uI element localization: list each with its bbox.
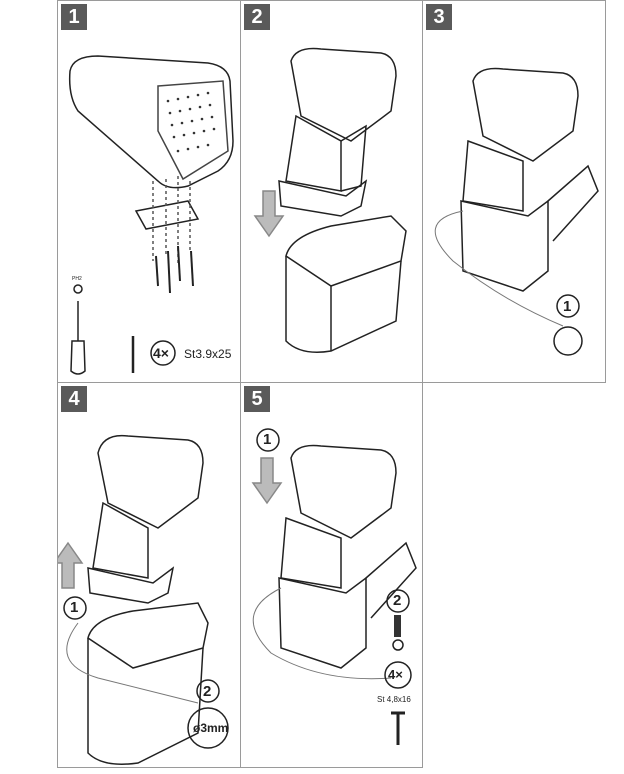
armrest-lowering-illustration <box>253 47 407 353</box>
step-5-panel: 5 1 2 4× St 4,8x16 <box>240 382 423 768</box>
step-number: 5 <box>244 386 270 412</box>
step-number: 2 <box>244 4 270 30</box>
armrest-raise-illustration <box>58 434 229 765</box>
armrest-screw-fixing-illustration <box>251 428 417 745</box>
screw-count: 4× <box>388 667 403 682</box>
callout-1: 1 <box>263 431 272 448</box>
callout-1: 1 <box>70 599 79 616</box>
callout-2: 2 <box>203 683 212 700</box>
step-3-panel: 3 1 <box>422 0 606 383</box>
step-1-panel: 1 PH2 4× St3.9x25 <box>57 0 241 383</box>
callout-2: 2 <box>393 592 402 609</box>
step-number: 1 <box>61 4 87 30</box>
callout-1: 1 <box>563 298 572 315</box>
screw-spec: St3.9x25 <box>184 347 232 361</box>
step-2-panel: 2 <box>240 0 423 383</box>
tool-label: PH2 <box>72 276 82 282</box>
armrest-mounting-illustration <box>68 55 234 375</box>
screw-count: 4× <box>153 345 169 361</box>
step-number: 4 <box>61 386 87 412</box>
step-4-panel: 4 1 2 ø3mm <box>57 382 241 768</box>
armrest-fitted-illustration <box>434 67 599 356</box>
drill-size-label: ø3mm <box>193 721 229 735</box>
step-number: 3 <box>426 4 452 30</box>
screw-spec: St 4,8x16 <box>377 695 411 704</box>
